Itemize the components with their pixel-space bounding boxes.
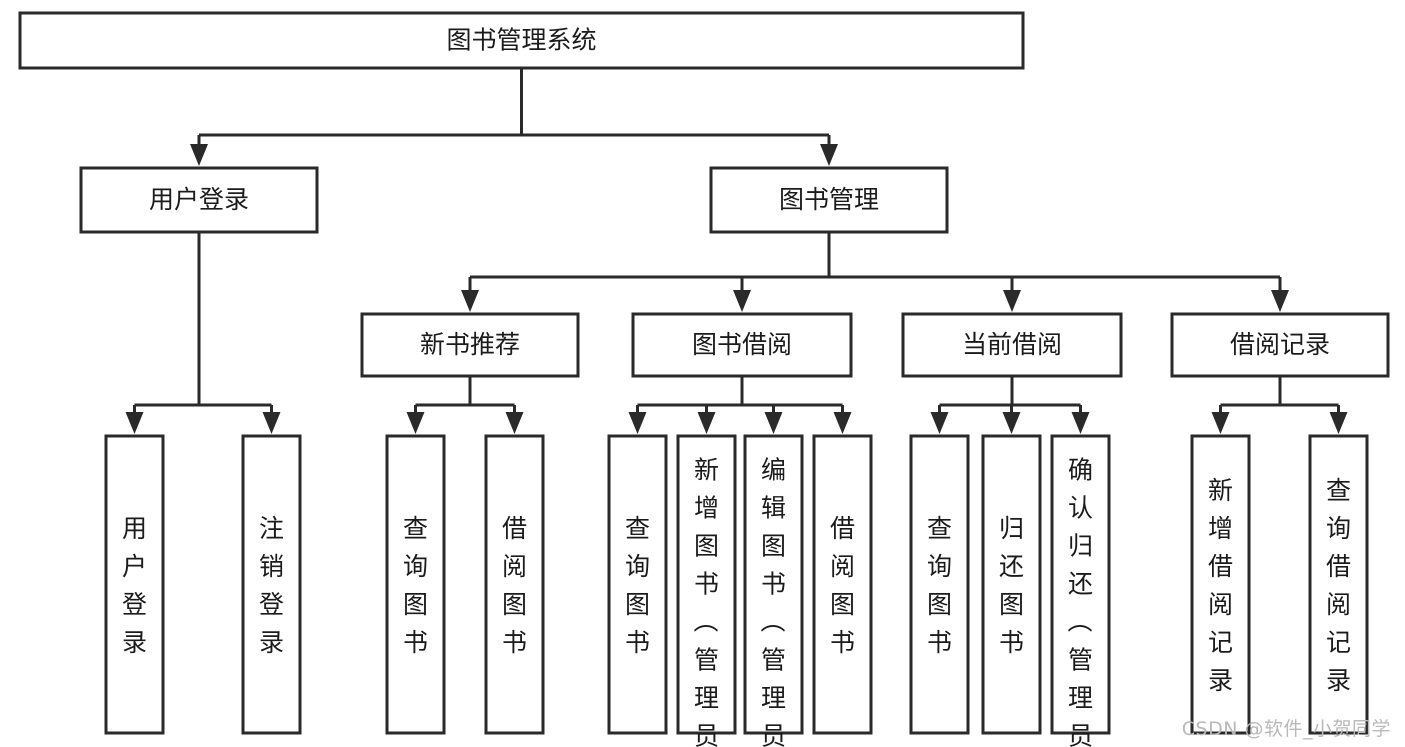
node-box xyxy=(104,434,165,735)
node-l10[interactable]: 归还图书 xyxy=(981,434,1042,735)
leaf-label: 查询图书 xyxy=(625,514,650,657)
node-n3[interactable]: 新书推荐 xyxy=(360,312,580,378)
node-l7[interactable]: 编辑图书（管理员） xyxy=(743,434,804,747)
arrow-head-icon xyxy=(1002,412,1021,434)
arrow-head-icon xyxy=(461,290,479,312)
arrow-head-icon xyxy=(190,144,208,166)
arrow-head-icon xyxy=(1211,412,1230,434)
leaf-label: 借阅图书 xyxy=(502,514,527,657)
leaf-label: 确认归还（管理员） xyxy=(1068,456,1094,747)
leaf-label: 归还图书 xyxy=(999,514,1024,657)
node-box xyxy=(79,166,319,234)
leaf-label: 新增图书（管理员） xyxy=(694,456,720,747)
node-box xyxy=(676,434,737,735)
node-label: 新书推荐 xyxy=(420,330,520,359)
node-box xyxy=(901,312,1123,378)
connector-layer xyxy=(125,68,1348,434)
node-l13[interactable]: 查询借阅记录 xyxy=(1308,434,1369,735)
leaf-label: 查询图书 xyxy=(927,514,952,657)
leaf-label: 新增借阅记录 xyxy=(1208,476,1233,695)
node-n0[interactable]: 图书管理系统 xyxy=(18,11,1025,70)
node-label: 图书借阅 xyxy=(692,330,792,359)
node-box xyxy=(360,312,580,378)
node-label: 用户登录 xyxy=(149,185,249,214)
arrow-head-icon xyxy=(733,290,751,312)
arrow-head-icon xyxy=(1003,290,1021,312)
node-box xyxy=(1050,434,1111,735)
connector-group-n2 xyxy=(461,232,1289,312)
arrow-head-icon xyxy=(697,412,716,434)
arrow-head-icon xyxy=(406,412,425,434)
node-box xyxy=(1190,434,1251,735)
node-box xyxy=(631,312,853,378)
connector-group-n3 xyxy=(406,376,524,434)
arrow-head-icon xyxy=(628,412,647,434)
arrow-head-icon xyxy=(1329,412,1348,434)
connector-group-n1 xyxy=(125,232,281,434)
arrow-head-icon xyxy=(820,144,838,166)
arrow-head-icon xyxy=(505,412,524,434)
leaf-label: 借阅图书 xyxy=(830,514,855,657)
node-n2[interactable]: 图书管理 xyxy=(709,166,949,234)
connector-group-n0 xyxy=(190,68,838,166)
node-layer: 图书管理系统用户登录图书管理新书推荐图书借阅当前借阅借阅记录用户登录注销登录查询… xyxy=(18,11,1390,747)
node-l6[interactable]: 新增图书（管理员） xyxy=(676,434,737,747)
node-n4[interactable]: 图书借阅 xyxy=(631,312,853,378)
arrow-head-icon xyxy=(930,412,949,434)
leaf-label: 用户登录 xyxy=(122,514,147,657)
node-l11[interactable]: 确认归还（管理员） xyxy=(1050,434,1111,747)
node-box xyxy=(909,434,970,735)
arrow-head-icon xyxy=(1271,290,1289,312)
arrow-head-icon xyxy=(833,412,852,434)
node-l1[interactable]: 用户登录 xyxy=(104,434,165,735)
node-l2[interactable]: 注销登录 xyxy=(241,434,302,735)
node-n5[interactable]: 当前借阅 xyxy=(901,312,1123,378)
node-l8[interactable]: 借阅图书 xyxy=(812,434,873,735)
node-box xyxy=(743,434,804,735)
node-box xyxy=(812,434,873,735)
connector-group-n4 xyxy=(628,376,852,434)
node-l12[interactable]: 新增借阅记录 xyxy=(1190,434,1251,735)
node-l9[interactable]: 查询图书 xyxy=(909,434,970,735)
node-box xyxy=(1170,312,1390,378)
node-box xyxy=(385,434,446,735)
csdn-watermark: CSDN @软件_小贺同学 xyxy=(1181,718,1391,740)
connector-group-n6 xyxy=(1211,376,1348,434)
connector-group-n5 xyxy=(930,376,1090,434)
leaf-label: 查询图书 xyxy=(403,514,428,657)
leaf-label: 编辑图书（管理员） xyxy=(761,456,787,747)
arrow-head-icon xyxy=(262,412,281,434)
arrow-head-icon xyxy=(1071,412,1090,434)
node-label: 图书管理 xyxy=(779,185,879,214)
node-box xyxy=(1308,434,1369,735)
node-l4[interactable]: 借阅图书 xyxy=(484,434,545,735)
node-label: 借阅记录 xyxy=(1230,330,1330,359)
arrow-head-icon xyxy=(764,412,783,434)
node-label: 当前借阅 xyxy=(962,330,1062,359)
arrow-head-icon xyxy=(125,412,144,434)
node-box xyxy=(607,434,668,735)
leaf-label: 注销登录 xyxy=(259,514,284,657)
node-l3[interactable]: 查询图书 xyxy=(385,434,446,735)
node-box xyxy=(241,434,302,735)
node-l5[interactable]: 查询图书 xyxy=(607,434,668,735)
node-label: 图书管理系统 xyxy=(446,26,596,55)
leaf-label: 查询借阅记录 xyxy=(1326,476,1351,695)
node-box xyxy=(484,434,545,735)
node-box xyxy=(18,11,1025,70)
node-box xyxy=(981,434,1042,735)
node-n1[interactable]: 用户登录 xyxy=(79,166,319,234)
node-n6[interactable]: 借阅记录 xyxy=(1170,312,1390,378)
node-box xyxy=(709,166,949,234)
